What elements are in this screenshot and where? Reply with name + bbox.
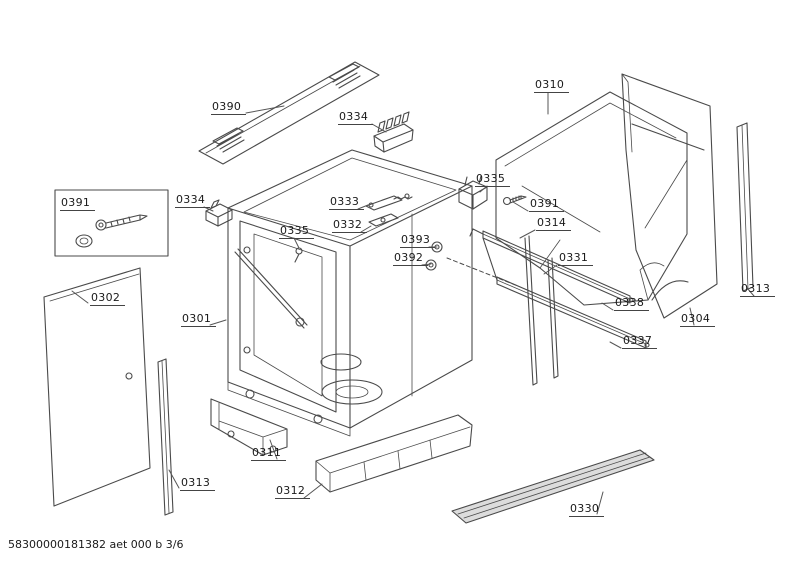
part-0332-bracket (368, 213, 399, 227)
part-label-0334-left: 0334 (175, 193, 211, 208)
part-label-0313-left: 0313 (180, 476, 216, 491)
part-label-0337: 0337 (622, 334, 658, 349)
part-label-0392: 0392 (393, 251, 429, 266)
doc-reference: 58300000181382 aet 000 b 3/6 (8, 538, 184, 551)
part-label-0335-left: 0335 (279, 224, 315, 239)
part-0311-base-bracket (210, 398, 288, 456)
part-label-0391-right: 0391 (529, 197, 565, 212)
part-0335-right-bracket (458, 175, 488, 210)
part-label-0338: 0338 (614, 296, 650, 311)
part-0391-screw-right (502, 195, 527, 206)
part-label-0335-right: 0335 (475, 172, 511, 187)
part-0310-side-panel (495, 91, 688, 306)
part-label-0334-top: 0334 (338, 110, 374, 125)
part-label-0302: 0302 (90, 291, 126, 306)
part-label-0330: 0330 (569, 502, 605, 517)
part-label-0331: 0331 (558, 251, 594, 266)
part-0313-right-strip (736, 122, 754, 292)
part-label-0333: 0333 (329, 195, 365, 210)
part-label-0393: 0393 (400, 233, 436, 248)
part-0390-top-strip (198, 61, 380, 165)
part-0330-base-strip (451, 449, 655, 524)
part-0333-latch (365, 193, 413, 211)
part-0301-tub (227, 149, 473, 437)
part-label-0312: 0312 (275, 484, 311, 499)
part-0334-top-clip (373, 111, 414, 153)
part-label-0391-box: 0391 (60, 196, 96, 211)
part-label-0311: 0311 (251, 446, 287, 461)
part-label-0313-right: 0313 (740, 282, 776, 297)
part-label-0304: 0304 (680, 312, 716, 327)
part-0304-rear-panel (621, 73, 718, 319)
part-label-0310: 0310 (534, 78, 570, 93)
part-label-0332: 0332 (332, 218, 368, 233)
part-label-0314: 0314 (536, 216, 572, 231)
leader-lines (71, 92, 755, 515)
part-0334-left-clip (205, 199, 233, 227)
part-0391-box (54, 189, 169, 257)
part-label-0301: 0301 (181, 312, 217, 327)
part-0312-base-tray (315, 414, 473, 493)
part-0302-left-panel (43, 267, 151, 507)
part-label-0390: 0390 (211, 100, 247, 115)
part-0313-left-strip (157, 358, 174, 516)
